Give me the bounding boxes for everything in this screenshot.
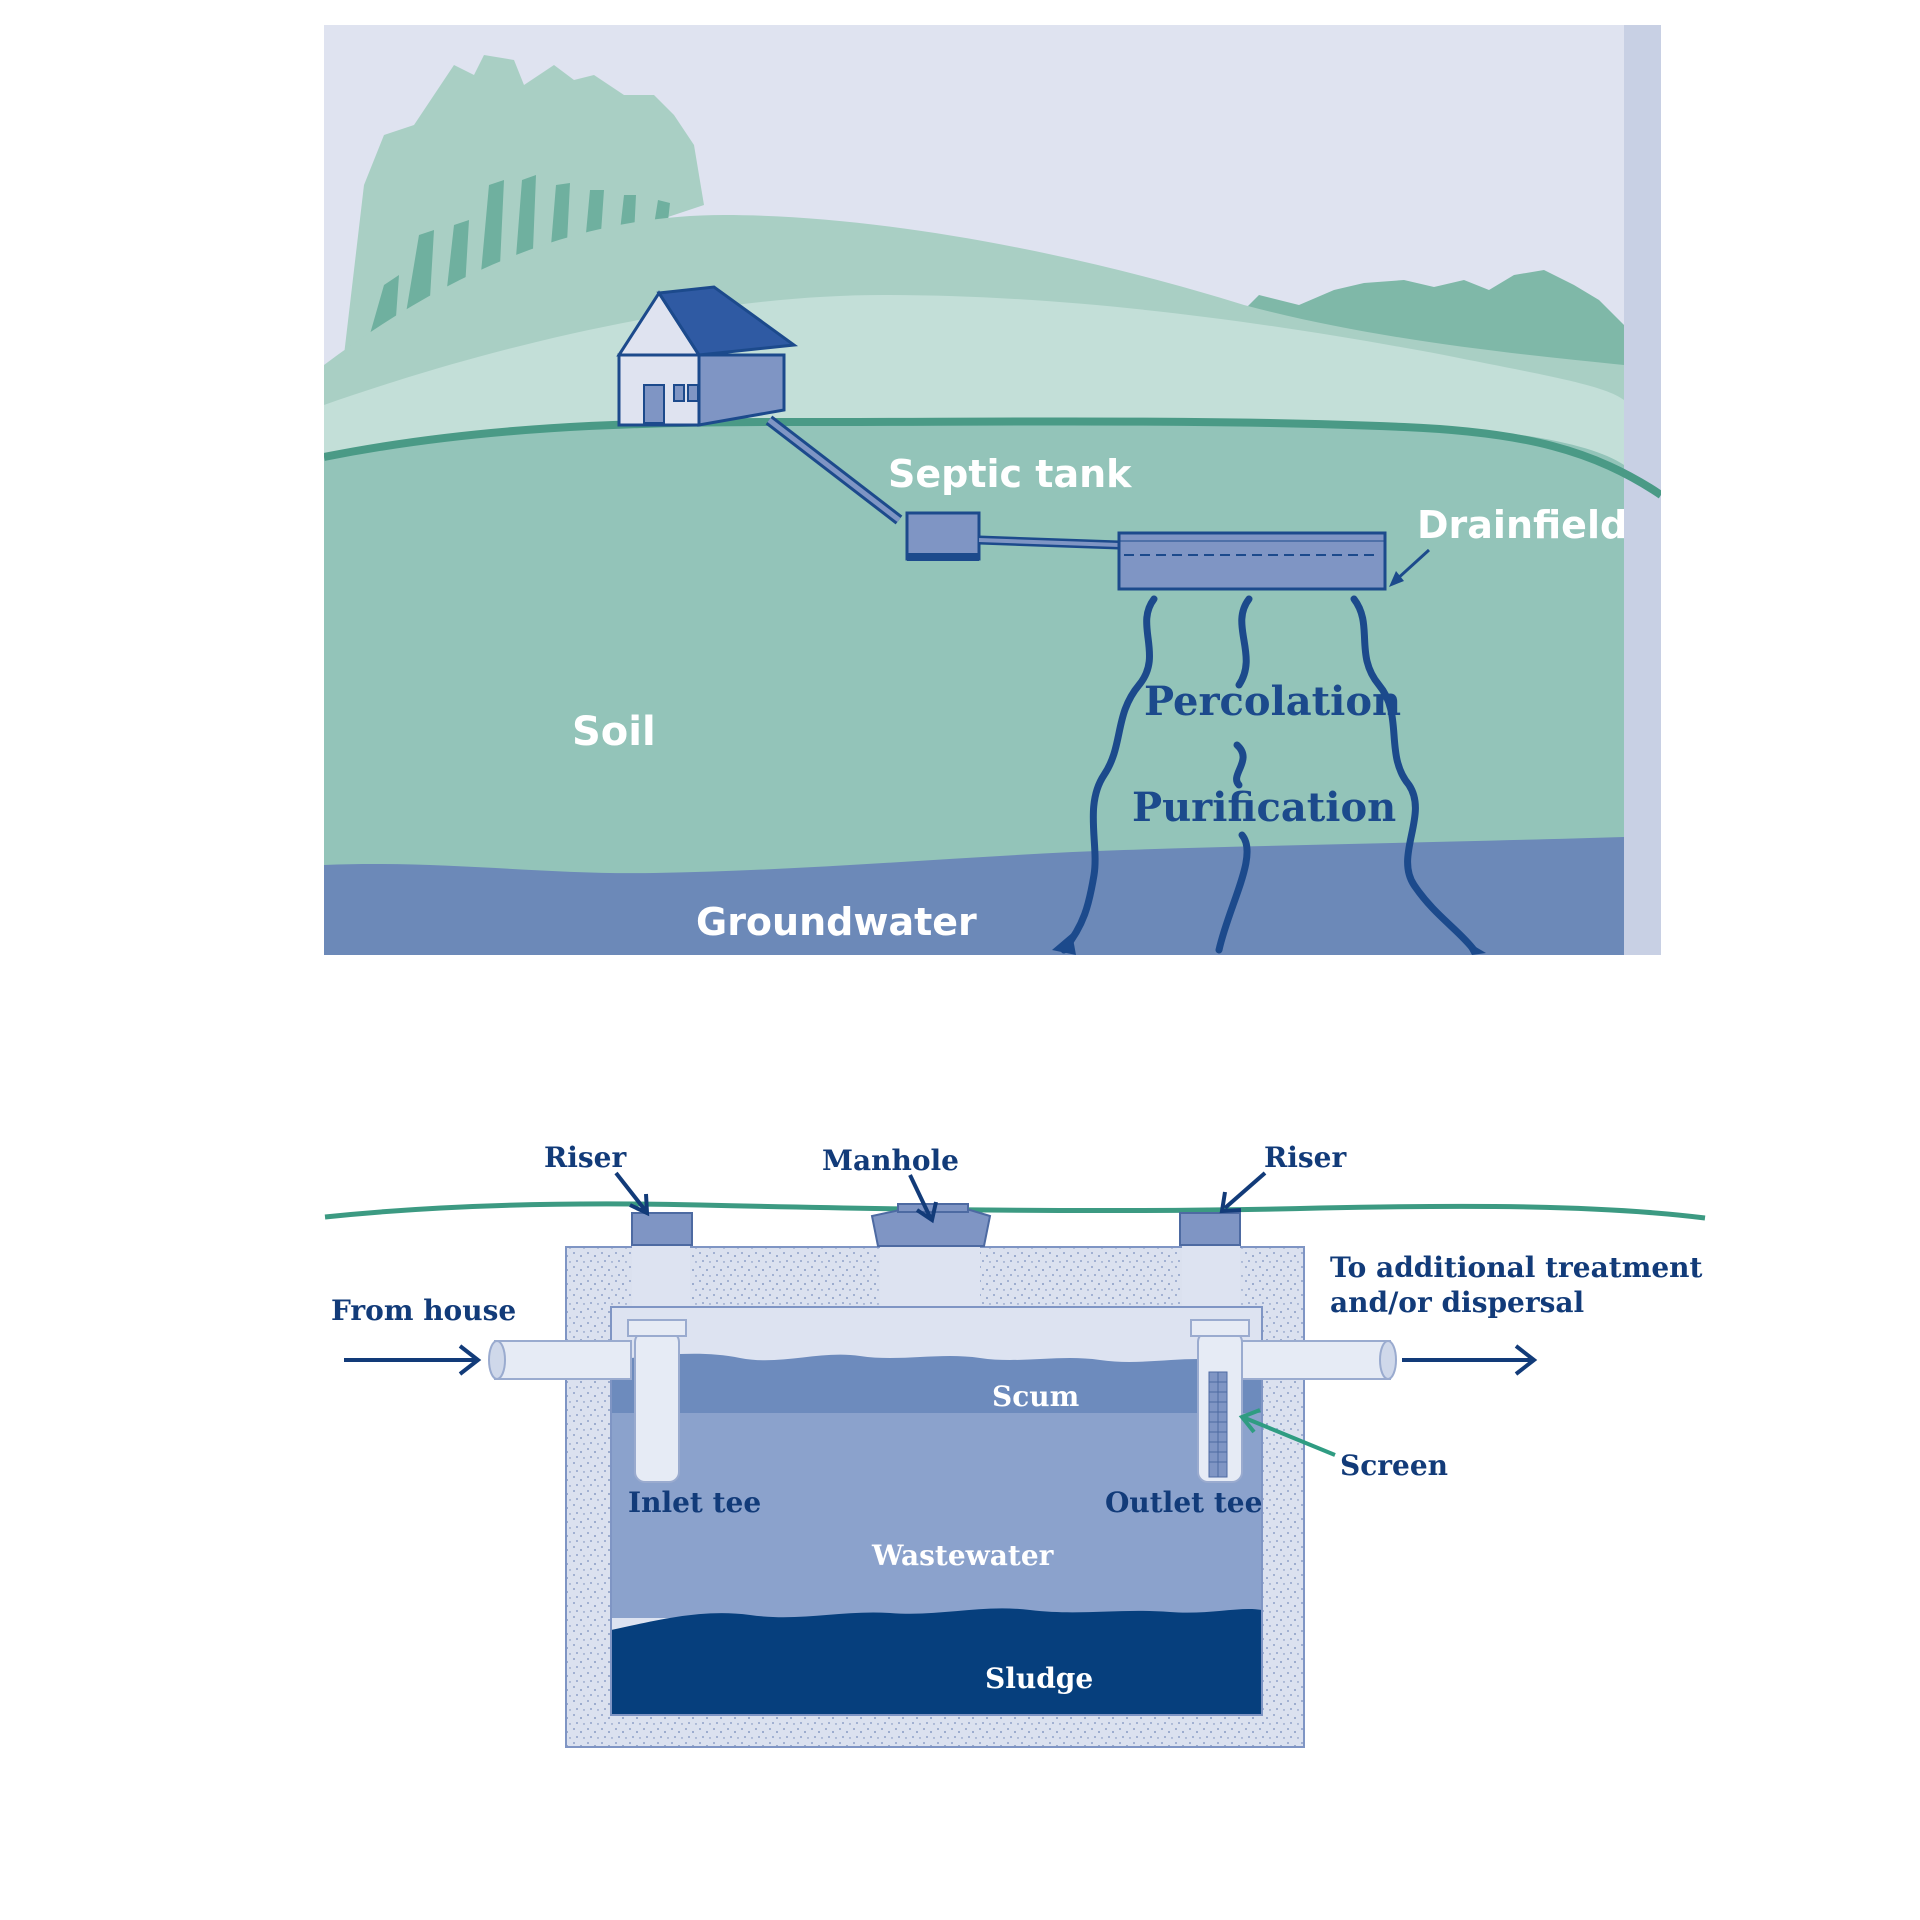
house [616, 285, 799, 427]
septic-tank-small [905, 511, 981, 561]
riser-left-pointer [614, 1171, 650, 1217]
scum-layer [611, 1353, 1262, 1415]
inlet-tee-cap [627, 1319, 687, 1337]
label-from-house: From house [331, 1294, 516, 1327]
label-to-treatment-2: and/or dispersal [1330, 1286, 1584, 1319]
inlet-pipe [494, 1340, 632, 1380]
label-groundwater: Groundwater [696, 900, 977, 944]
screen-pointer [1238, 1408, 1336, 1457]
groundwater [324, 837, 1624, 955]
outlet-pipe [1239, 1340, 1391, 1380]
drainfield-pointer [1389, 548, 1431, 587]
label-outlet-tee: Outlet tee [1105, 1486, 1262, 1519]
riser-right-lid[interactable] [1179, 1212, 1241, 1246]
manhole-shaft [880, 1245, 980, 1310]
tank-inner-border [610, 1306, 1263, 1716]
septic-tank-illustration: Riser Manhole Riser From house To additi… [324, 1141, 1706, 1748]
ground-line [324, 1201, 1706, 1221]
label-soil: Soil [572, 709, 656, 755]
house-pipe-inner [767, 418, 901, 522]
label-septic-tank: Septic tank [888, 452, 1132, 496]
label-wastewater: Wastewater [871, 1539, 1055, 1572]
screen-filter[interactable] [1208, 1371, 1228, 1478]
flow-arrow-left [1052, 933, 1076, 955]
drain-pipe-inner [978, 538, 1120, 547]
outlet-tee-cap [1190, 1319, 1250, 1337]
label-riser-right: Riser [1264, 1141, 1347, 1174]
label-scum: Scum [992, 1380, 1079, 1413]
landscape-panel: Septic tank Drainfield Soil Percolation … [323, 25, 1664, 955]
percolation-flows [1060, 595, 1478, 954]
label-to-treatment-1: To additional treatment [1330, 1251, 1702, 1284]
label-purification: Purification [1132, 784, 1396, 831]
sludge-layer [611, 1608, 1262, 1715]
landscape-illustration: Septic tank Drainfield Soil Percolation … [323, 25, 1664, 955]
ground-line [323, 417, 1664, 499]
drainfield-bed [1117, 531, 1387, 591]
riser-left-shaft [632, 1245, 690, 1310]
septic-tank-panel: Riser Manhole Riser From house To additi… [320, 1110, 1720, 1790]
outlet-pipe-end [1379, 1340, 1397, 1380]
to-treatment-arrow [1402, 1344, 1538, 1376]
label-screen: Screen [1340, 1449, 1448, 1482]
manhole-lid[interactable] [870, 1209, 992, 1247]
riser-right-shaft [1182, 1245, 1240, 1310]
inlet-pipe-end [488, 1340, 506, 1380]
label-sludge: Sludge [985, 1662, 1093, 1695]
inlet-tee[interactable] [634, 1331, 680, 1483]
riser-left-lid[interactable] [631, 1212, 693, 1246]
from-house-arrow [344, 1344, 482, 1376]
label-percolation: Percolation [1144, 678, 1401, 725]
label-riser-left: Riser [544, 1141, 627, 1174]
label-manhole: Manhole [822, 1144, 959, 1177]
manhole-pointer [908, 1174, 938, 1224]
label-inlet-tee: Inlet tee [628, 1486, 761, 1519]
label-drainfield: Drainfield [1417, 503, 1627, 547]
riser-right-pointer [1219, 1171, 1267, 1214]
wastewater-layer [611, 1413, 1262, 1618]
flow-arrow-right [1464, 940, 1486, 955]
